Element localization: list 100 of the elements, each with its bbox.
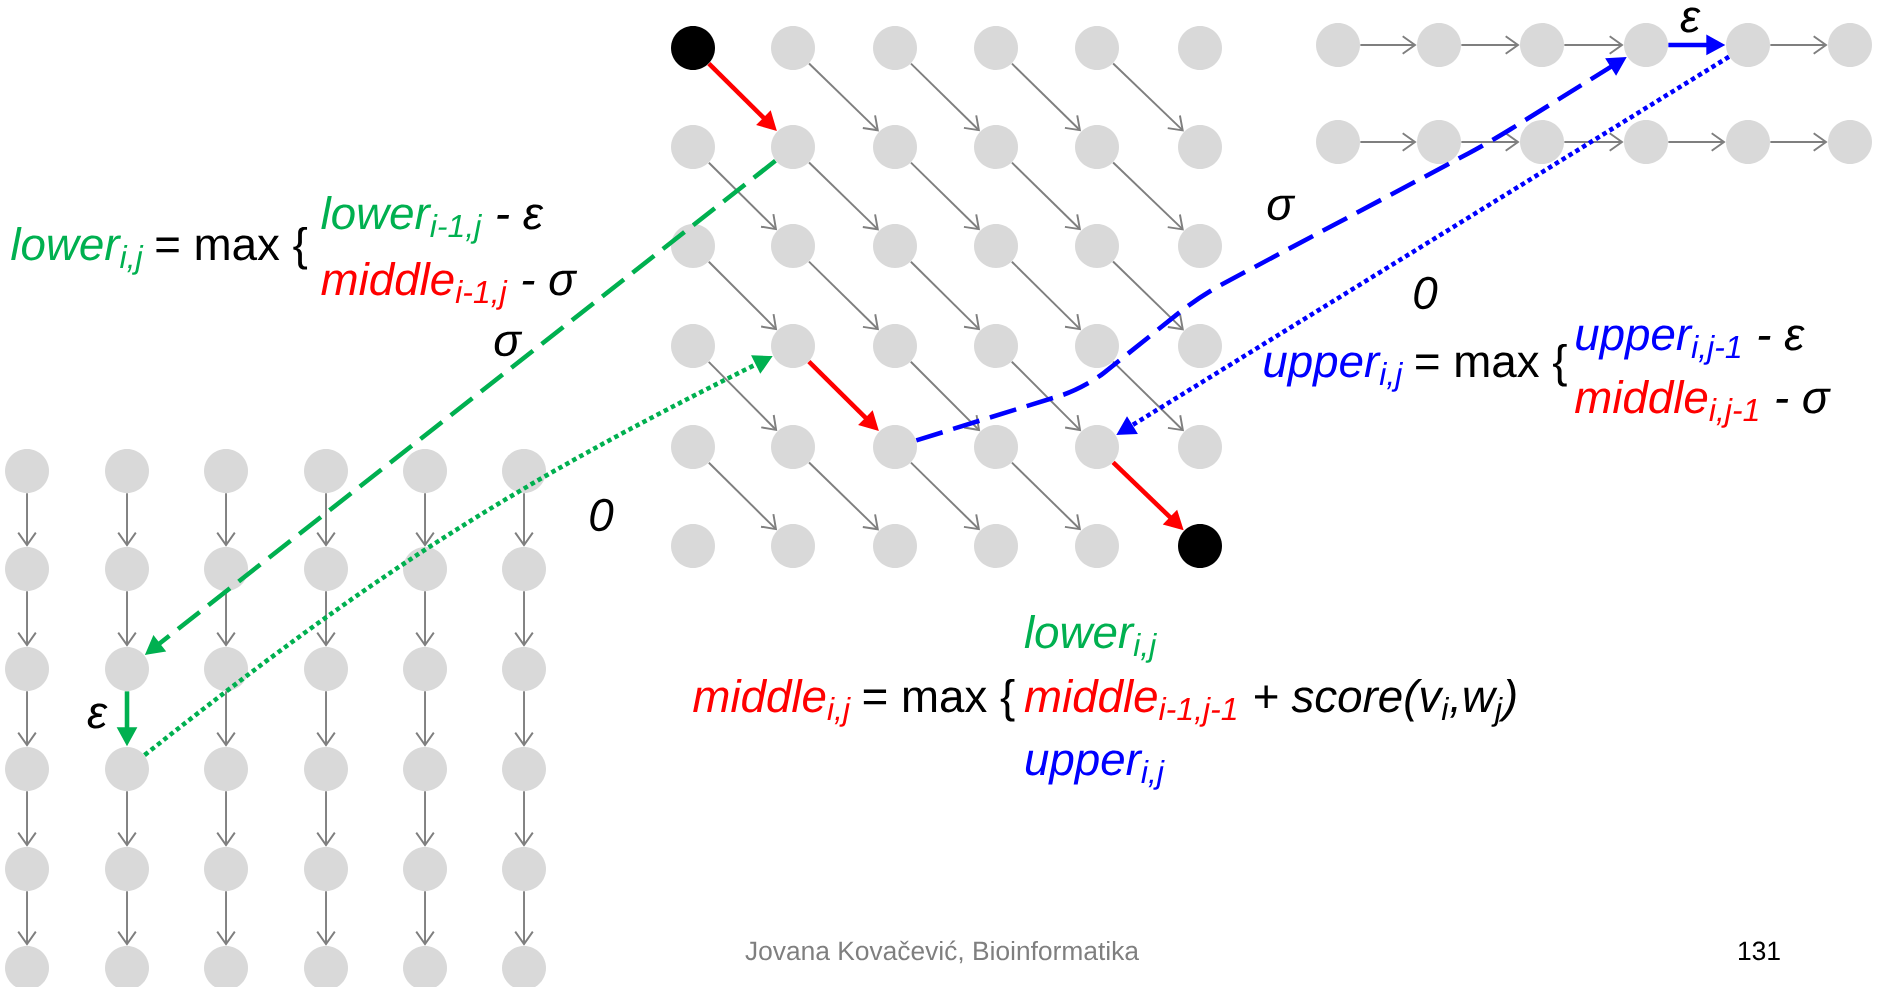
arrow	[1011, 62, 1082, 132]
grid-node	[304, 946, 348, 987]
grid-node	[304, 449, 348, 493]
grid-node	[974, 524, 1018, 568]
grid-node	[671, 224, 715, 268]
grid-node	[1828, 120, 1872, 164]
formula-text: lower$_{i-1,j}$	[321, 195, 482, 244]
formula-text: - σ	[1776, 388, 1831, 414]
grid-node	[1316, 120, 1360, 164]
grid-node	[5, 647, 49, 691]
grid-node	[204, 547, 248, 591]
formula-text: upper$_{i,j}$	[1025, 750, 1165, 790]
arrow	[1769, 35, 1828, 55]
arrow	[910, 461, 981, 531]
grid-node	[403, 946, 447, 987]
grid-node	[1417, 23, 1461, 67]
grid-node	[5, 449, 49, 493]
grid-node	[1624, 120, 1668, 164]
arrow	[1011, 161, 1082, 231]
grid-node	[5, 747, 49, 791]
grid-node	[105, 647, 149, 691]
grid-node	[502, 449, 546, 493]
arrow	[17, 690, 37, 747]
grid-node	[771, 26, 815, 70]
arrow	[17, 790, 37, 847]
arrow	[1010, 360, 1082, 432]
grid-node	[502, 647, 546, 691]
arrow	[514, 492, 534, 547]
grid-node	[403, 647, 447, 691]
formula-text: - ε	[497, 204, 544, 230]
formula-text: = max {	[1416, 343, 1567, 387]
arrow	[415, 690, 435, 747]
grid-node	[403, 547, 447, 591]
arrow	[415, 890, 435, 946]
grid-node	[204, 747, 248, 791]
arrow	[1112, 62, 1184, 132]
grid-node	[1520, 120, 1564, 164]
arrow	[117, 492, 137, 547]
edge-label: 0	[590, 498, 614, 532]
arrow	[1359, 132, 1417, 152]
formula-text: - σ	[522, 270, 578, 296]
arrow	[17, 492, 37, 547]
formula-text: = max {	[156, 226, 308, 270]
grid-node	[771, 425, 815, 469]
arrow	[1011, 461, 1082, 531]
arrow	[1769, 132, 1828, 152]
arrow	[117, 790, 137, 847]
arrow	[909, 360, 981, 432]
formula-text: lower$_{i,j}$	[11, 226, 144, 275]
formula-text: = max {	[863, 678, 1015, 722]
grid-node	[1828, 23, 1872, 67]
grid-node	[974, 425, 1018, 469]
arrow	[17, 890, 37, 946]
grid-node	[1178, 324, 1222, 368]
arrow	[909, 260, 981, 331]
grid-node	[204, 647, 248, 691]
grid-node	[873, 425, 917, 469]
grid-node	[304, 747, 348, 791]
grid-node	[1726, 120, 1770, 164]
grid-node	[105, 847, 149, 891]
grid-node	[1075, 524, 1119, 568]
grid-node	[974, 26, 1018, 70]
formula-text: middle$_{i-1,j-1}$	[1024, 678, 1236, 727]
arrow	[1112, 360, 1185, 432]
edge-label: σ	[1267, 195, 1296, 221]
grid-node	[304, 647, 348, 691]
grid-node	[1075, 324, 1119, 368]
grid-node	[304, 847, 348, 891]
arrow	[316, 492, 336, 547]
grid-node	[974, 224, 1018, 268]
formula-text: middle$_{i-1,j}$	[321, 261, 508, 310]
grid-node	[974, 125, 1018, 169]
grid-node	[105, 449, 149, 493]
grid-node	[771, 125, 815, 169]
arrow	[808, 461, 879, 531]
grid-node	[105, 946, 149, 987]
grid-node	[873, 324, 917, 368]
grid-node	[1075, 125, 1119, 169]
grid-node	[1075, 224, 1119, 268]
endpoint-node	[671, 26, 715, 70]
grid-node	[671, 125, 715, 169]
arrow	[808, 62, 879, 132]
grid-node	[204, 449, 248, 493]
edge-label: ε	[87, 703, 108, 729]
arrow	[117, 890, 137, 946]
arrow	[316, 790, 336, 847]
grid-node	[1417, 120, 1461, 164]
grid-node	[304, 547, 348, 591]
grid-node	[771, 324, 815, 368]
arrow	[514, 690, 534, 747]
grid-node	[873, 26, 917, 70]
grid-node	[403, 847, 447, 891]
grid-node	[671, 425, 715, 469]
arrow	[707, 260, 778, 331]
grid-node	[771, 224, 815, 268]
arrow	[316, 590, 336, 647]
grid-node	[671, 324, 715, 368]
grid-node	[873, 524, 917, 568]
grid-node	[204, 847, 248, 891]
grid-node	[403, 747, 447, 791]
